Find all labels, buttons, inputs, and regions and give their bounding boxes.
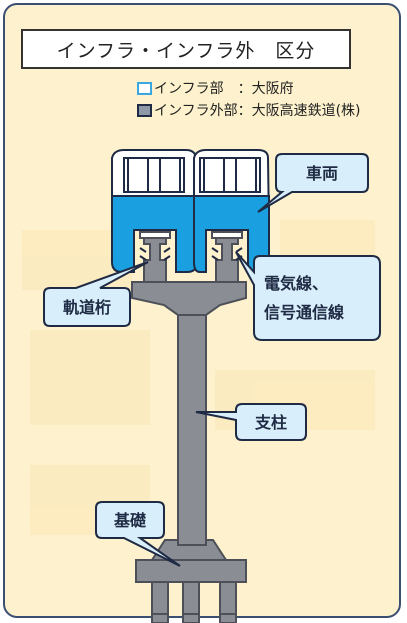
- label-girder: 軌道桁: [63, 298, 111, 317]
- foundation-pile: [182, 581, 200, 615]
- foundation-structure: [135, 539, 247, 623]
- bg-block: [280, 220, 375, 260]
- foundation-pile: [219, 581, 237, 615]
- vehicle-left: [111, 149, 199, 273]
- track-girders: [139, 231, 243, 283]
- label-foundation: 基礎: [113, 511, 147, 530]
- background-blocks: [22, 220, 375, 535]
- track-girder-right: [215, 235, 239, 283]
- callout-electric: 電気線、 信号通信線: [235, 251, 381, 341]
- callout-vehicle: 車両: [257, 153, 369, 213]
- pillar: [177, 307, 207, 546]
- girder-cap: [211, 231, 243, 239]
- vehicle-window: [235, 157, 257, 193]
- wire-right: [211, 247, 243, 261]
- legend-item-infra: インフラ部 ：大阪府: [137, 77, 361, 99]
- callout-foundation: 基礎: [95, 501, 181, 567]
- callout-girder: 軌道桁: [43, 261, 149, 327]
- wire-left: [139, 247, 171, 261]
- legend-item-outside: インフラ外部：大阪高速鉄道(株): [137, 99, 361, 121]
- bg-block: [30, 330, 150, 425]
- callout-foundation-shape: [95, 501, 181, 567]
- callout-pillar-shape: [195, 403, 307, 441]
- vehicle-window-frame: [199, 157, 261, 193]
- label-electric-2: 信号通信線: [264, 303, 344, 322]
- vehicle-window: [159, 157, 181, 193]
- vehicle-window: [127, 157, 149, 193]
- callout-pillar: 支柱: [195, 403, 307, 441]
- cross-beam: [131, 281, 247, 316]
- vehicle-window: [203, 157, 225, 193]
- label-pillar: 支柱: [254, 413, 287, 432]
- electric-wires: [139, 247, 243, 261]
- girder-cap: [139, 231, 171, 239]
- callout-girder-shape: [43, 261, 149, 327]
- foundation-pile: [151, 581, 169, 615]
- callout-electric-shape: [235, 251, 381, 341]
- legend: インフラ部 ：大阪府 インフラ外部：大阪高速鉄道(株): [137, 77, 361, 121]
- diagram-title: インフラ・インフラ外 区分: [21, 29, 351, 69]
- legend-swatch-infra: [137, 81, 152, 95]
- label-electric-1: 電気線、: [264, 274, 328, 293]
- vehicle-window-frame: [123, 157, 185, 193]
- callout-vehicle-shape: [257, 153, 369, 213]
- legend-swatch-outside: [137, 103, 152, 117]
- track-girder-left: [143, 235, 167, 283]
- foundation-footing: [135, 559, 247, 583]
- vehicle-right: [193, 149, 271, 273]
- label-vehicle: 車両: [306, 164, 338, 183]
- legend-label-outside: インフラ外部：大阪高速鉄道(株): [154, 103, 361, 119]
- legend-label-infra: インフラ部 ：大阪府: [154, 81, 294, 97]
